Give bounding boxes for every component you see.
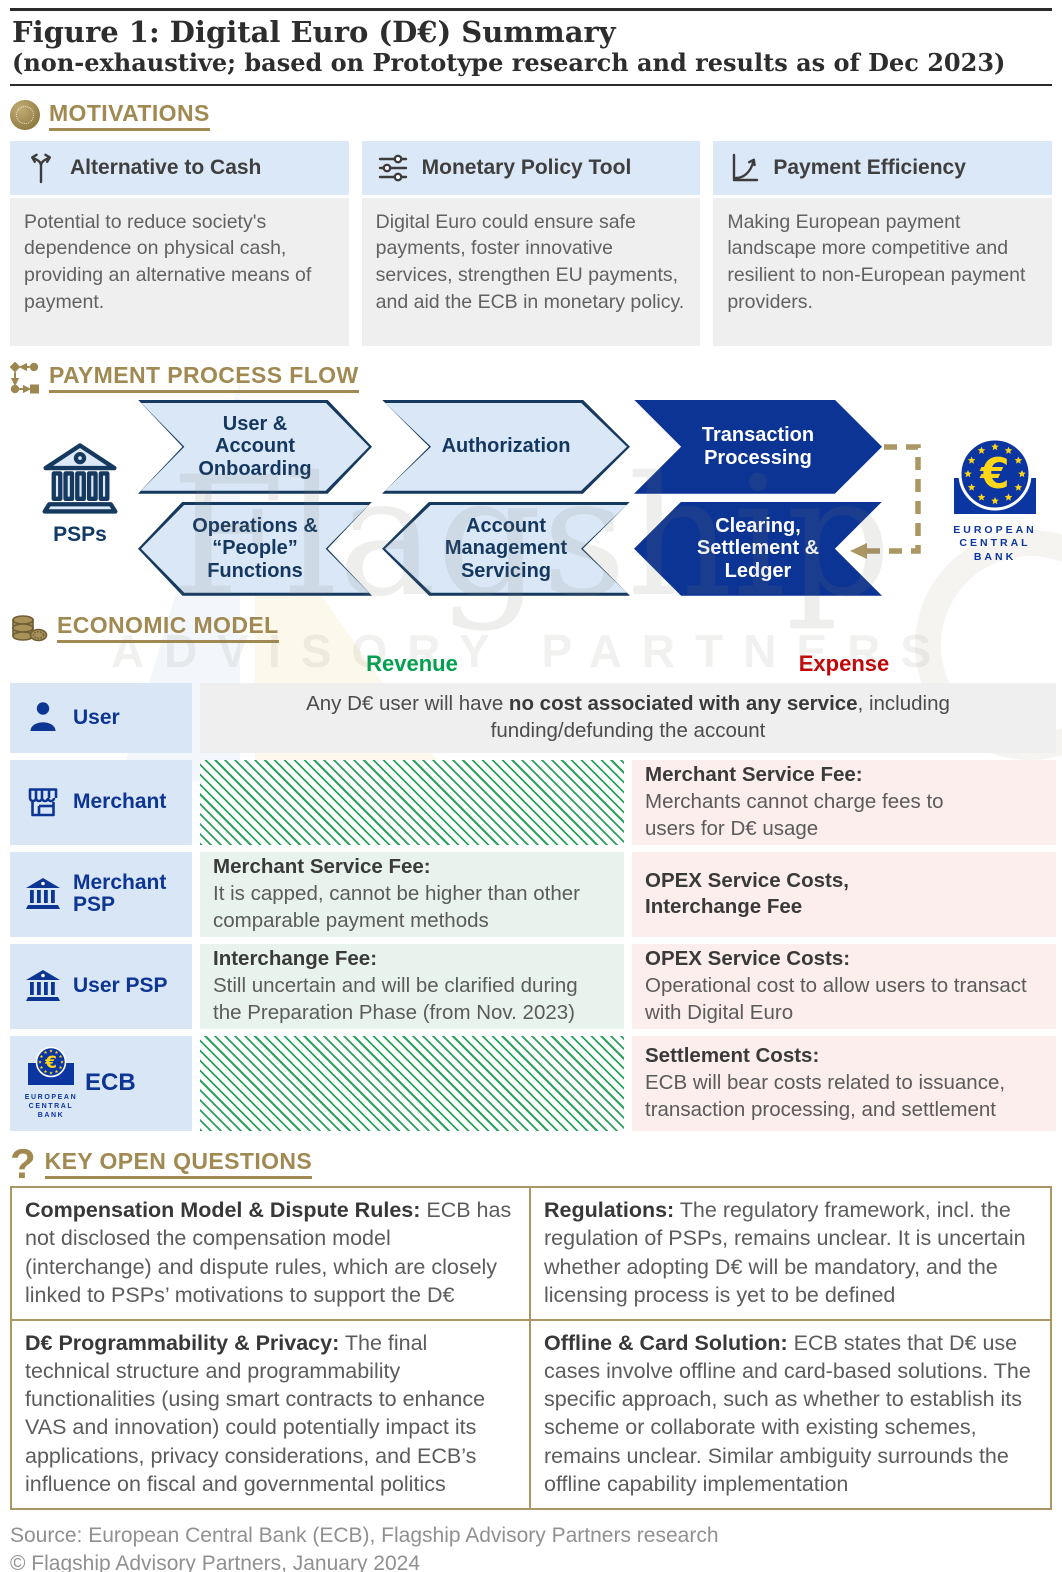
econ-cell-merchant-psp-revenue: Merchant Service Fee: It is capped, cann… xyxy=(200,851,624,937)
econ-row-label-user-psp: User PSP xyxy=(10,943,192,1029)
bank-icon xyxy=(26,970,60,1002)
flow-step-user-account-onboarding: User & Account Onboarding xyxy=(138,399,372,494)
euro-symbol: € xyxy=(979,449,1009,498)
flow-step-transaction-processing: Transaction Processing xyxy=(634,399,882,494)
page-title: Figure 1: Digital Euro (D€) Summary xyxy=(12,15,616,49)
flow-step-operations-people-functions: Operations & “People” Functions xyxy=(138,501,372,596)
key-open-questions-table: Compensation Model & Dispute Rules: ECB … xyxy=(10,1186,1052,1510)
motivation-card-monetary-policy-tool: Monetary Policy Tool Digital Euro could … xyxy=(361,140,701,346)
econ-row-label-merchant-psp: Merchant PSP xyxy=(10,851,192,937)
card-body: Making European payment landscape more c… xyxy=(713,197,1052,346)
flow-step-account-management-servicing: Account Management Servicing xyxy=(382,501,630,596)
coins-icon xyxy=(12,615,48,642)
question-cell-regulations: Regulations: The regulatory framework, i… xyxy=(531,1188,1050,1321)
key-open-questions-heading: ? KEY OPEN QUESTIONS xyxy=(10,1139,313,1187)
process-flow-icon xyxy=(10,361,39,394)
branching-arrows-icon xyxy=(31,153,51,183)
econ-cell-merchant-revenue-na xyxy=(200,759,624,845)
econ-cell-merchant-psp-expense: OPEX Service Costs, Interchange Fee xyxy=(632,851,1056,937)
card-title: Payment Efficiency xyxy=(773,155,966,179)
bank-icon xyxy=(26,878,60,910)
economic-model-table: User Any D€ user will have no cost assoc… xyxy=(10,682,1056,1131)
econ-cell-ecb-revenue-na xyxy=(200,1035,624,1131)
sliders-icon xyxy=(378,154,407,182)
footer-copyright: © Flagship Advisory Partners, January 20… xyxy=(10,1551,421,1572)
page-subtitle: (non-exhaustive; based on Prototype rese… xyxy=(12,47,1006,77)
footer-source: Source: European Central Bank (ECB), Fla… xyxy=(10,1523,719,1547)
econ-cell-merchant-expense: Merchant Service Fee: Merchants cannot c… xyxy=(632,759,1056,845)
flow-step-clearing-settlement-ledger: Clearing, Settlement & Ledger xyxy=(634,501,882,596)
user-icon xyxy=(30,701,56,731)
econ-row-label-merchant: Merchant xyxy=(10,759,192,845)
ecb-label: ECB xyxy=(85,1069,136,1097)
econ-cell-user-psp-revenue: Interchange Fee: Still uncertain and wil… xyxy=(200,943,624,1029)
svg-text:€: € xyxy=(44,1053,57,1073)
card-body: Potential to reduce society's dependence… xyxy=(10,197,349,346)
econ-cell-ecb-expense: Settlement Costs: ECB will bear costs re… xyxy=(632,1035,1056,1131)
question-cell-programmability-privacy: D€ Programmability & Privacy: The final … xyxy=(12,1320,531,1508)
card-body: Digital Euro could ensure safe payments,… xyxy=(361,197,701,346)
top-rule xyxy=(10,8,1052,11)
psps-entity: PSPs xyxy=(28,440,132,547)
question-cell-compensation: Compensation Model & Dispute Rules: ECB … xyxy=(12,1188,531,1321)
econ-cell-user-note: Any D€ user will have no cost associated… xyxy=(200,682,1056,753)
ecb-caption: EUROPEAN CENTRAL BANK xyxy=(953,523,1037,563)
card-title: Alternative to Cash xyxy=(70,155,262,179)
revenue-column-header: Revenue xyxy=(366,650,458,676)
econ-cell-user-psp-expense: OPEX Service Costs: Operational cost to … xyxy=(632,943,1056,1029)
header-rule xyxy=(10,83,1052,86)
payment-process-flow-heading: PAYMENT PROCESS FLOW xyxy=(10,361,1052,394)
growth-chart-icon xyxy=(733,153,759,181)
motivation-card-payment-efficiency: Payment Efficiency Making European payme… xyxy=(713,140,1052,346)
question-mark-icon: ? xyxy=(10,1139,36,1187)
psps-label: PSPs xyxy=(53,522,107,546)
question-cell-offline-card: Offline & Card Solution: ECB states that… xyxy=(544,1330,1031,1496)
payment-process-flow-diagram: PSPs User & Account Onboarding Authoriza… xyxy=(10,399,1052,602)
econ-row-label-user: User xyxy=(10,682,192,753)
flow-step-authorization: Authorization xyxy=(382,399,630,494)
expense-column-header: Expense xyxy=(798,650,890,676)
storefront-icon xyxy=(28,788,58,817)
motivation-card-alternative-to-cash: Alternative to Cash Potential to reduce … xyxy=(10,140,349,346)
ecb-logo: € EUROPEAN CENTRAL BANK xyxy=(943,436,1047,565)
coin-icon xyxy=(10,100,40,131)
motivations-heading: MOTIVATIONS xyxy=(10,100,1052,131)
card-title: Monetary Policy Tool xyxy=(421,155,632,179)
bank-building-icon xyxy=(42,442,118,514)
economic-model-heading: ECONOMIC MODEL xyxy=(10,612,1052,643)
